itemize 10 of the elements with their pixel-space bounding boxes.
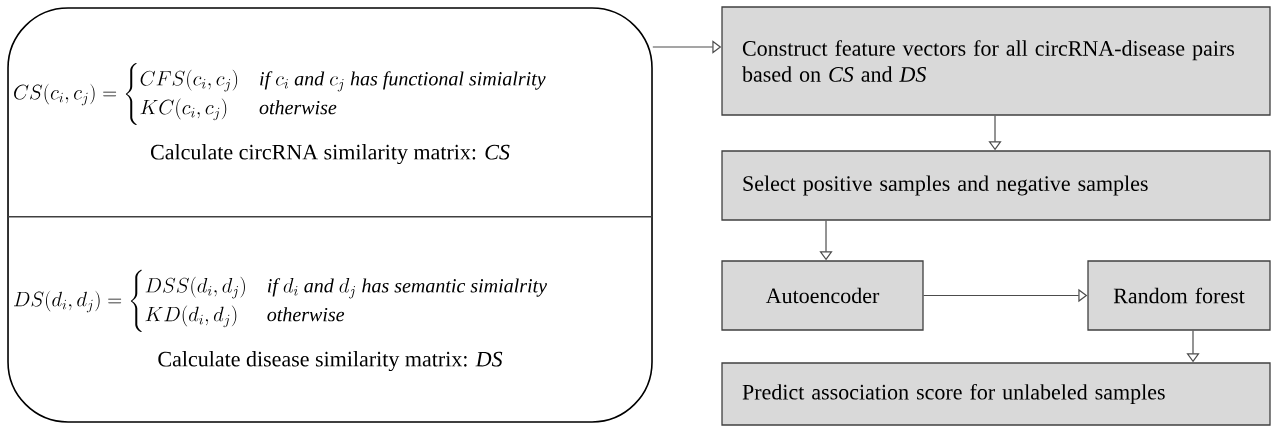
formula: $CS(c_i,c_j)=\begin{cases}CFS(c_i,c_j) & \textit{if } c_i \textit{ and } c_j \textit{ has functional simialrity}\\ KC(c_i,c_j) & \textit{otherwise}\end{cases}$: [14, 62, 546, 126]
panel-caption: Calculate circRNA similarity matrix: CS: [151, 144, 510, 165]
process-box: Random forest: [1087, 260, 1271, 331]
process-box: Select positive samples and negative samples: [721, 150, 1271, 221]
rounded-panel: [7, 7, 653, 423]
panel-caption: Calculate disease similarity matrix: DS: [158, 351, 503, 372]
formula: $DS(d_i,d_j)=\begin{cases}DSS(d_i,d_j) & \textit{if } d_i \textit{ and } d_j \textit{ has semantic simialrity}\\ KD(d_i,d_j) & \textit{otherwise}\end{cases}$: [14, 269, 548, 333]
process-box: Predict association score for unlabeled samples: [721, 362, 1271, 426]
process-box: Construct feature vectors for all circRNA-disease pairs based on CS and DS: [721, 6, 1271, 116]
process-box: Autoencoder: [721, 260, 924, 331]
